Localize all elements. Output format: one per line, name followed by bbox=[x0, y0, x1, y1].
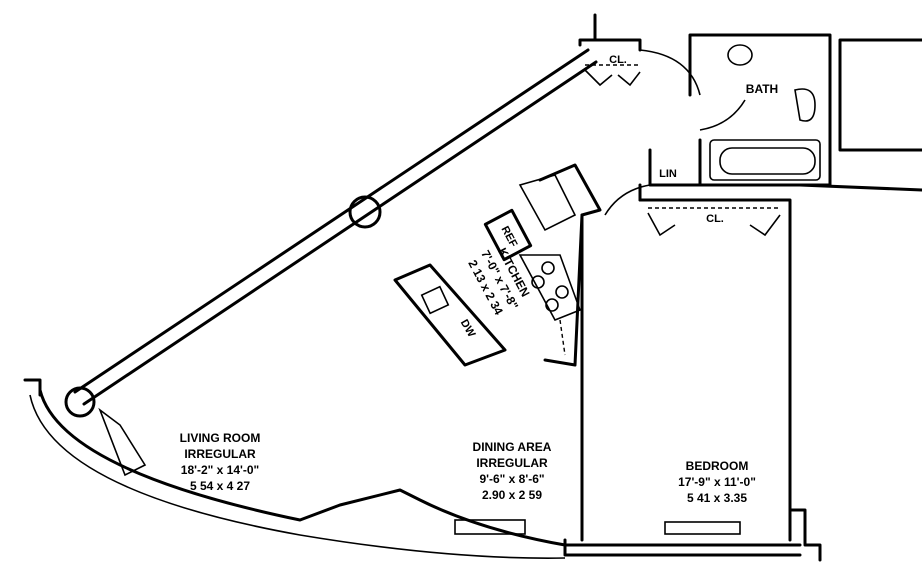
window-sill bbox=[98, 407, 147, 477]
window-sill bbox=[664, 521, 741, 535]
bath-label: BATH bbox=[746, 82, 778, 96]
toilet-icon bbox=[794, 88, 816, 122]
entry-closet: CL. bbox=[578, 13, 701, 96]
bathtub bbox=[709, 139, 821, 181]
bottom-wall bbox=[454, 519, 802, 557]
living-room-imperial: 18'-2" x 14'-0" bbox=[181, 463, 259, 477]
dining-area: DINING AREA IRREGULAR 9'-6" x 8'-6" 2.90… bbox=[473, 440, 552, 502]
living-room: LIVING ROOM IRREGULAR 18'-2" x 14'-0" 5 … bbox=[180, 431, 261, 493]
bedroom: CL. BEDROOM 17'-9" x 11'-0" 5 41 x 3.35 bbox=[580, 183, 822, 562]
curved-wall bbox=[23, 378, 567, 559]
sink-icon bbox=[420, 285, 450, 315]
column bbox=[64, 386, 96, 418]
window-sill bbox=[454, 519, 526, 535]
diagonal-window-wall bbox=[64, 48, 598, 418]
closet-entry-label: CL. bbox=[609, 54, 627, 66]
refrigerator-label: REF bbox=[498, 224, 519, 249]
sink-icon bbox=[727, 44, 753, 66]
column bbox=[348, 195, 382, 229]
dining-area-shape: IRREGULAR bbox=[476, 456, 548, 470]
linen-label: LIN bbox=[659, 168, 677, 180]
stove bbox=[518, 254, 582, 322]
bedroom-metric: 5 41 x 3.35 bbox=[687, 491, 747, 505]
living-room-name: LIVING ROOM bbox=[180, 431, 261, 445]
bedroom-name: BEDROOM bbox=[686, 459, 749, 473]
bedroom-imperial: 17'-9" x 11'-0" bbox=[678, 475, 756, 489]
linen-closet: LIN bbox=[604, 138, 702, 216]
kitchen: REF DW KITCHEN 7'-0" x 7'-8" 2 13 x 2 34 bbox=[393, 163, 602, 367]
dining-area-imperial: 9'-6" x 8'-6" bbox=[479, 472, 544, 486]
bathroom: BATH bbox=[688, 33, 922, 192]
dining-area-metric: 2.90 x 2 59 bbox=[482, 488, 542, 502]
dishwasher-label: DW bbox=[458, 318, 478, 340]
dining-area-name: DINING AREA bbox=[473, 440, 552, 454]
living-room-shape: IRREGULAR bbox=[184, 447, 256, 461]
living-room-metric: 5 54 x 4 27 bbox=[190, 479, 250, 493]
closet-bedroom-label: CL. bbox=[706, 213, 724, 225]
